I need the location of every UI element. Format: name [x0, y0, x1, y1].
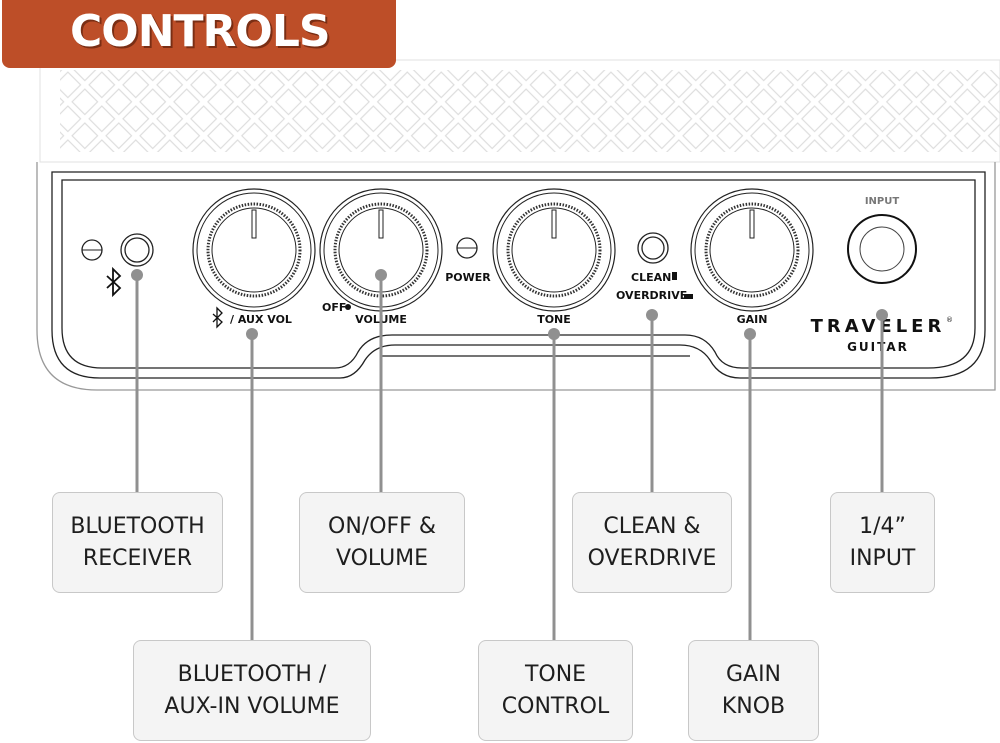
off-label: OFF [322, 301, 346, 314]
registered-mark: ® [946, 316, 953, 324]
tone-label: TONE [537, 313, 571, 326]
leader-dot [131, 269, 143, 281]
brand-sub: GUITAR [847, 340, 909, 354]
off-dot [345, 304, 351, 310]
gain-label: GAIN [737, 313, 768, 326]
leader-dot [246, 328, 258, 340]
brand-logo: TRAVELER [811, 316, 946, 337]
power-led-indicator [456, 237, 478, 259]
aux-volume-knob[interactable] [192, 188, 316, 312]
bluetooth-icon-small [212, 306, 223, 329]
leader-dot [876, 309, 888, 321]
clean-label: CLEAN [631, 271, 671, 284]
leader-dot [744, 328, 756, 340]
callout-clean-overdrive: CLEAN & OVERDRIVE [572, 492, 732, 593]
input-jack[interactable] [847, 214, 917, 284]
bluetooth-icon [106, 266, 122, 298]
control-panel-outline [36, 162, 996, 391]
callout-leaders [131, 269, 888, 640]
header-banner: CONTROLS [2, 0, 396, 68]
page-title: CONTROLS [70, 6, 331, 57]
callout-gain-knob: GAIN KNOB [688, 640, 819, 741]
switch-up-icon [672, 272, 677, 280]
leader-dot [548, 328, 560, 340]
switch-down-icon [684, 294, 693, 299]
callout-bluetooth-aux-volume: BLUETOOTH / AUX-IN VOLUME [133, 640, 371, 741]
callout-bluetooth-receiver: BLUETOOTH RECEIVER [52, 492, 223, 593]
power-label: POWER [445, 271, 491, 284]
bluetooth-pair-button[interactable] [120, 233, 154, 267]
clean-overdrive-switch[interactable] [637, 232, 669, 264]
overdrive-label: OVERDRIVE [616, 289, 687, 302]
leader-dot [375, 269, 387, 281]
callout-on-off-volume: ON/OFF & VOLUME [299, 492, 465, 593]
tone-knob[interactable] [492, 188, 616, 312]
speaker-grille [39, 59, 1000, 163]
bluetooth-led-indicator [81, 239, 103, 261]
callout-tone-control: TONE CONTROL [478, 640, 633, 741]
callout-input: 1/4” INPUT [830, 492, 935, 593]
aux-vol-label: / AUX VOL [230, 313, 292, 326]
input-label: INPUT [865, 196, 900, 207]
leader-dot [646, 309, 658, 321]
gain-knob[interactable] [690, 188, 814, 312]
